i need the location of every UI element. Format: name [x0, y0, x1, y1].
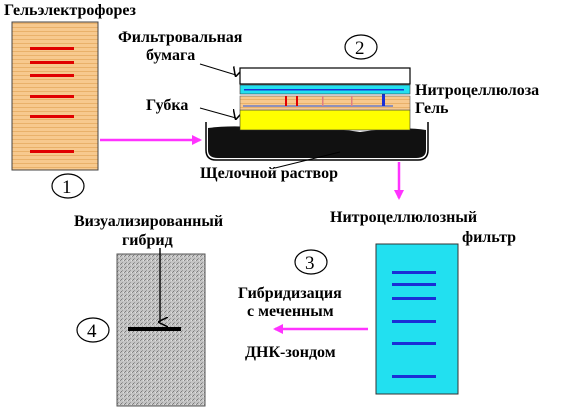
pointer-alkaline: [274, 151, 341, 169]
label-visualized-1: Визуализированный: [74, 213, 223, 230]
label-filter-paper-2: бумага: [146, 47, 195, 64]
svg-text:4: 4: [87, 321, 97, 342]
svg-text:3: 3: [305, 253, 315, 274]
sponge-layer: [239, 109, 411, 131]
svg-text:1: 1: [62, 177, 72, 198]
step-3-badge: 3: [294, 249, 328, 275]
gel-band: [30, 95, 74, 98]
gel-layer-band: [382, 94, 385, 106]
label-filter-paper-1: Фильтровальная: [118, 29, 243, 46]
label-visualized-2: гибрид: [122, 232, 173, 249]
pointer-sponge: [199, 107, 236, 118]
filter-rectangle: [375, 243, 459, 395]
label-sponge: Губка: [146, 97, 188, 114]
alkaline-solution: [208, 126, 426, 158]
step-2-badge: 2: [344, 34, 378, 60]
filter-paper-layer: [239, 67, 411, 85]
tray: [205, 122, 429, 161]
gel-panel: [11, 21, 99, 171]
nitrocellulose-filter: [375, 243, 459, 395]
label-nitro-filter-2: фильтр: [462, 229, 516, 246]
filter-band: [392, 297, 436, 300]
pointer-filter-paper: [199, 63, 236, 75]
gel-band: [30, 150, 74, 153]
gel-layer-band: [296, 96, 298, 106]
autoradiograph: [116, 253, 206, 407]
hybrid-band: [128, 327, 181, 331]
blot-stack: [205, 67, 429, 161]
step-4-badge: 4: [76, 317, 110, 343]
filter-band: [392, 320, 436, 323]
gel-band: [30, 115, 74, 118]
gel-layer-band: [285, 96, 287, 106]
filter-band: [392, 375, 436, 378]
gel-layer-band: [351, 96, 353, 106]
svg-text:2: 2: [355, 38, 365, 59]
title-gel-electrophoresis: Гельэлектрофорез: [4, 2, 136, 19]
gel-band: [30, 47, 74, 50]
label-hybridization-2: с меченным: [247, 303, 334, 320]
filter-band: [392, 342, 436, 345]
step-1-badge: 1: [51, 173, 85, 199]
label-hybridization-1: Гибридизация: [238, 285, 342, 302]
label-hybridization-3: ДНК-зондом: [245, 344, 336, 361]
label-gel: Гель: [415, 100, 449, 117]
label-nitrocellulose: Нитроцеллюлоза: [415, 82, 539, 99]
gel-band: [30, 74, 74, 77]
label-nitro-filter-1: Нитроцеллюлозный: [330, 209, 477, 226]
gel-layer-band: [322, 96, 324, 106]
label-alkaline-solution: Щелочной раствор: [200, 165, 338, 182]
gel-band: [30, 61, 74, 64]
filter-band: [392, 283, 436, 286]
filter-band: [392, 271, 436, 274]
